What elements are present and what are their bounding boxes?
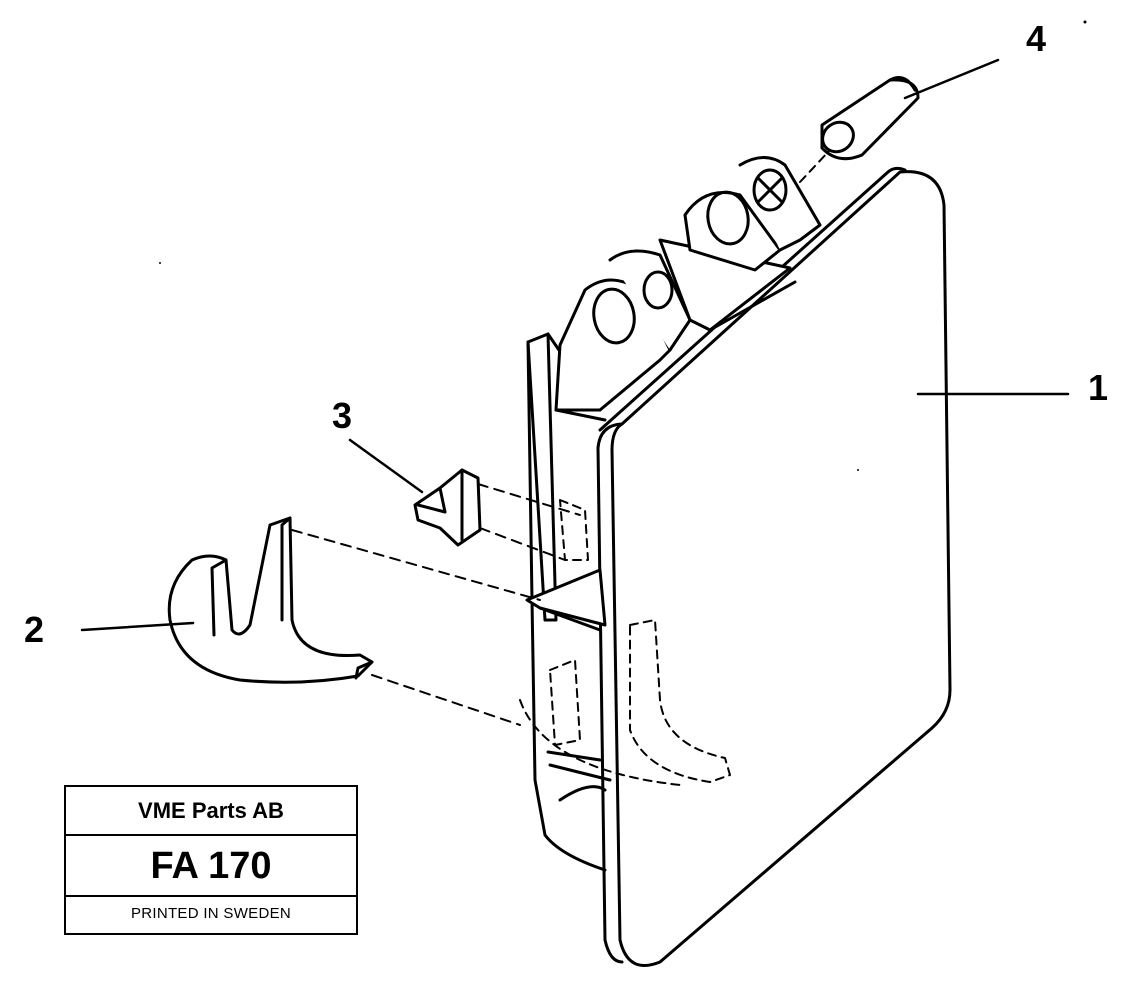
leader-2 [80,621,195,632]
callout-4: 4 [1026,18,1046,59]
callout-3: 3 [332,395,352,436]
callout-1: 1 [1088,367,1108,408]
stamp-code: FA 170 [66,836,356,897]
leader-3 [348,438,424,494]
part-1-bracket-plate [525,156,952,967]
stamp-footer: PRINTED IN SWEDEN [130,905,292,922]
side-bar [526,332,558,622]
cross-plate [525,568,607,627]
callout-2: 2 [24,609,44,650]
lug-front-hole [592,287,636,345]
part-3-stop-block [413,468,482,547]
title-stamp: VME Parts AB FA 170 PRINTED IN SWEDEN [64,785,358,935]
plate-front-face [610,170,952,967]
part-2-hook [167,516,374,684]
lug-rear-hole [706,190,750,246]
leader-4 [903,58,1000,100]
scan-specks [159,20,1087,471]
stamp-company: VME Parts AB [66,787,356,836]
part-4-pin [820,76,920,161]
hidden-hook-outline [519,499,731,786]
plate-top-edge [598,166,907,432]
plate-edge [596,422,624,964]
